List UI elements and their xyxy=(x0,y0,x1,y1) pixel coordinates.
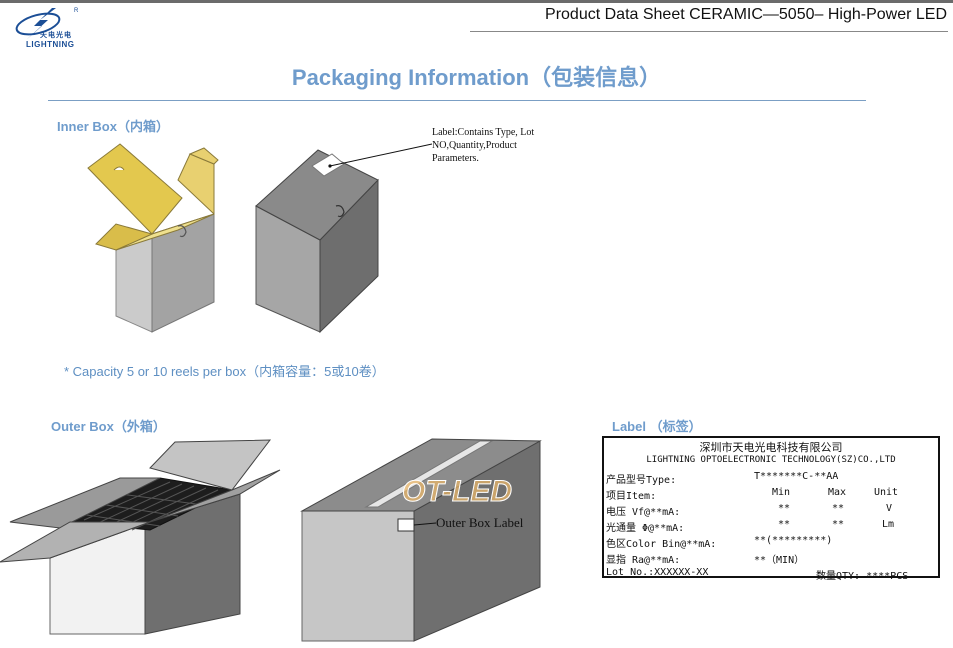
logo-english-text: LIGHTNING xyxy=(26,40,75,49)
label-bin-label: 色区Color Bin@**mA: xyxy=(606,539,717,550)
label-col-unit: Unit xyxy=(874,487,899,498)
inner-box-label-callout: Label:Contains Type, Lot NO,Quantity,Pro… xyxy=(432,127,535,164)
label-vf-unit: V xyxy=(886,503,893,514)
label-bin-value: **(*********) xyxy=(754,535,833,546)
registered-mark: R xyxy=(74,8,79,14)
label-ra-label: 显指 Ra@**mA: xyxy=(606,555,681,566)
header-divider xyxy=(470,31,948,32)
label-qty: 数量QTY: ****PCS xyxy=(816,571,909,582)
label-flux-min: ** xyxy=(778,519,791,530)
label-heading: Label （标签） xyxy=(612,419,702,434)
label-card: 深圳市天电光电科技有限公司 LIGHTNING OPTOELECTRONIC T… xyxy=(602,436,940,582)
label-col-max: Max xyxy=(828,487,847,498)
outer-box-label-callout: Outer Box Label xyxy=(436,515,524,530)
open-inner-box-illustration xyxy=(87,143,219,333)
company-logo: R 天电光电 LIGHTNING xyxy=(12,6,92,52)
section-title: Packaging Information（包装信息） xyxy=(291,65,662,90)
label-flux-label: 光通量 Φ@**mA: xyxy=(606,523,685,534)
label-vf-min: ** xyxy=(778,503,791,514)
outer-box-heading: Outer Box（外箱） xyxy=(51,419,166,434)
label-flux-unit: Lm xyxy=(882,519,895,530)
label-vf-label: 电压 Vf@**mA: xyxy=(606,507,681,518)
label-flux-max: ** xyxy=(832,519,845,530)
watermark-text: OT-LED xyxy=(402,475,512,508)
lightning-logo-icon xyxy=(15,8,61,40)
open-outer-box-illustration xyxy=(0,439,281,635)
label-lot: Lot No.:XXXXXX-XX xyxy=(606,567,709,578)
logo-chinese-text: 天电光电 xyxy=(40,32,72,39)
inner-callout-leader xyxy=(329,143,433,167)
capacity-note: * Capacity 5 or 10 reels per box（内箱容量：5或… xyxy=(64,364,385,379)
inner-box-heading: Inner Box（内箱） xyxy=(57,119,169,134)
label-col-min: Min xyxy=(772,487,791,498)
label-ra-value: **（MIN） xyxy=(754,555,805,566)
label-type-label: 产品型号Type: xyxy=(606,475,677,486)
label-type-value: T*******C-**AA xyxy=(754,471,839,482)
label-vf-max: ** xyxy=(832,503,845,514)
label-company-en: LIGHTNING OPTOELECTRONIC TECHNOLOGY(SZ)C… xyxy=(646,455,896,465)
closed-outer-box-illustration: OT-LED xyxy=(300,438,542,642)
document-title: Product Data Sheet CERAMIC—5050– High-Po… xyxy=(545,6,947,23)
label-company-cn: 深圳市天电光电科技有限公司 xyxy=(699,441,843,454)
top-rule xyxy=(0,0,953,3)
label-item-label: 项目Item: xyxy=(606,491,657,502)
closed-inner-box-illustration xyxy=(255,149,379,334)
section-divider xyxy=(48,100,866,101)
